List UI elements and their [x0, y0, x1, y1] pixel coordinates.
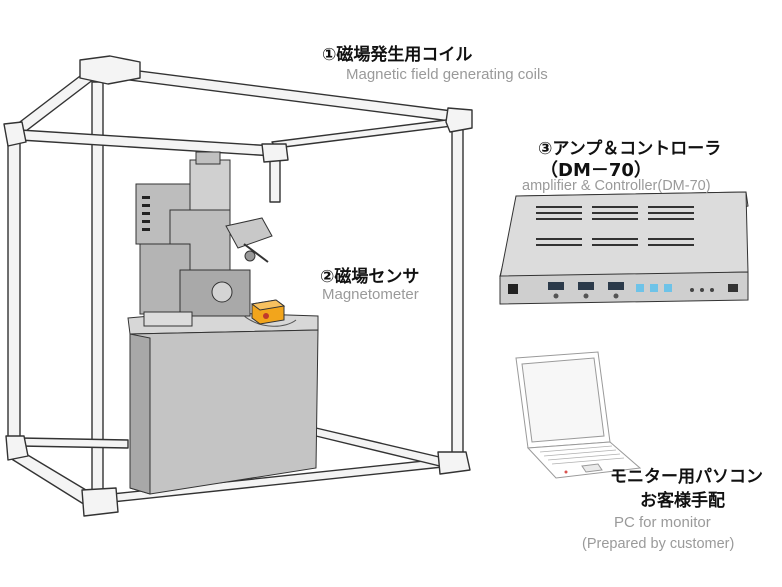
coil-back-right-post	[451, 127, 464, 455]
coil-front-right-post	[269, 157, 281, 203]
microscope	[127, 151, 319, 495]
coil-corner-bottom-front-left	[5, 435, 29, 461]
coil-top-front-bar	[19, 129, 275, 157]
stage-knob	[211, 281, 233, 303]
coil-top-right-bar	[271, 117, 469, 149]
magnetometer-sensor	[250, 299, 286, 325]
detector-knob	[244, 250, 256, 262]
cabinet-front	[129, 329, 319, 495]
laptop-keyboard	[539, 445, 625, 465]
cabinet-side-shade	[129, 333, 151, 495]
amplifier-controller	[499, 191, 749, 305]
pc-label-en-line2: (Prepared by customer)	[582, 536, 735, 552]
coil-corner-top-front-right	[261, 143, 289, 163]
coil-corner-top-back-left	[79, 55, 141, 85]
platform	[143, 311, 193, 327]
coil-bottom-front-bar	[19, 437, 129, 449]
coils-label-en: Magnetic field generating coils	[346, 66, 548, 83]
laptop-led	[564, 470, 568, 474]
coil-bottom-right-bar	[315, 427, 453, 469]
laptop-screen-inner	[521, 357, 605, 443]
amp-label-jp-line1: ③アンプ＆コントローラ	[538, 139, 722, 159]
pc-label-jp-line2: お客様手配	[640, 491, 725, 511]
amp-top-panel	[499, 191, 749, 279]
amp-label-en: amplifier & Controller(DM-70)	[522, 178, 711, 194]
coil-corner-bottom-back-right	[437, 451, 471, 475]
detector-rod	[243, 243, 269, 263]
pc-label-en-line1: PC for monitor	[614, 514, 711, 531]
sensor-label-jp: ②磁場センサ	[320, 267, 420, 287]
sensor-cable	[243, 315, 297, 327]
coil-corner-bottom-back-left	[81, 487, 119, 517]
monitor-laptop	[515, 351, 642, 479]
column-cap	[195, 151, 221, 165]
amp-front-controls	[508, 282, 738, 299]
amp-label-jp-line2: （DM－70）	[540, 160, 652, 181]
column-top-tube	[189, 159, 231, 211]
coil-corner-top-back-right	[445, 107, 473, 133]
laptop-touchpad	[581, 463, 603, 473]
coil-corner-top-front-left	[3, 121, 27, 147]
coil-frame	[3, 55, 473, 517]
coil-front-left-post	[7, 139, 21, 439]
amp-vents	[536, 206, 694, 246]
column-vents	[142, 196, 150, 231]
pc-label-jp-line1: モニター用パソコン	[610, 467, 763, 487]
sensor-label-en: Magnetometer	[322, 286, 419, 303]
coils-label-jp: ①磁場発生用コイル	[322, 45, 473, 65]
detector-arm	[225, 217, 273, 249]
